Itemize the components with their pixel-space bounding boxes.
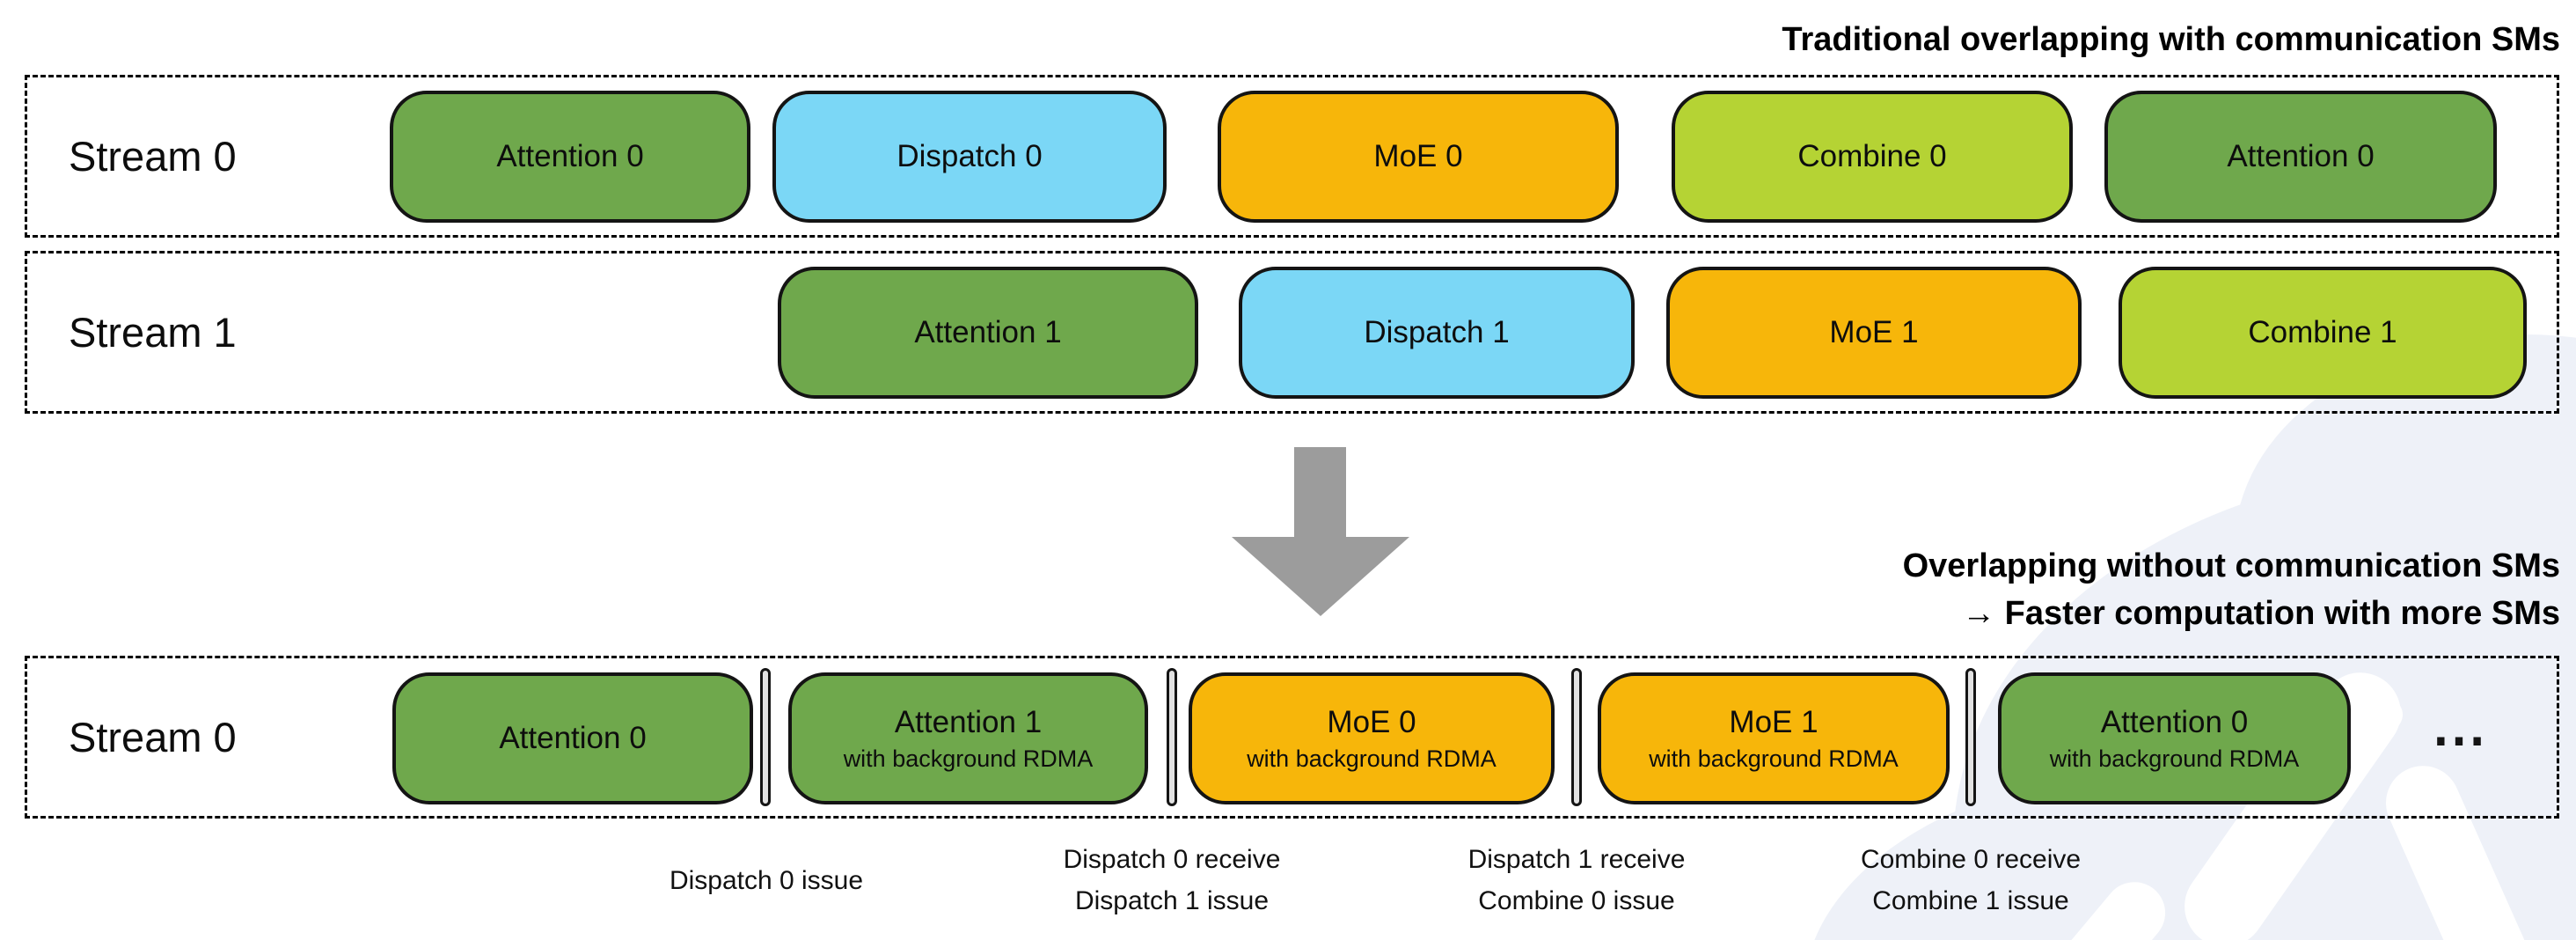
annotation-line: Dispatch 1 receive	[1467, 845, 1686, 874]
top-section-title: Traditional overlapping with communicati…	[1782, 21, 2560, 58]
sync-divider-1	[760, 668, 771, 806]
transform-arrow	[1214, 444, 1429, 621]
block-label: MoE 0	[1327, 704, 1416, 739]
block-label: Attention 1	[894, 704, 1043, 739]
block-attention-0-rdma: Attention 0 with background RDMA	[1998, 672, 2351, 804]
block-label: Attention 0	[2227, 139, 2375, 173]
block-attention-0-next: Attention 0	[2104, 91, 2497, 223]
block-moe-0: MoE 0	[1218, 91, 1619, 223]
sync-divider-3	[1571, 668, 1582, 806]
traditional-stream1-box	[25, 251, 2559, 414]
block-label: MoE 0	[1373, 139, 1463, 173]
block-label: Combine 0	[1797, 139, 1947, 173]
block-dispatch-0: Dispatch 0	[772, 91, 1167, 223]
block-moe-0-rdma: MoE 0 with background RDMA	[1189, 672, 1555, 804]
bottom-section-title: Overlapping without communication SMs → …	[1903, 542, 2560, 637]
block-label: Attention 1	[914, 315, 1062, 349]
annotation-line: Dispatch 1 issue	[1074, 886, 1270, 915]
block-dispatch-1: Dispatch 1	[1239, 267, 1635, 399]
overlap-stream0-box	[25, 656, 2559, 819]
annotation-line: Combine 0 receive	[1860, 845, 2082, 874]
block-attention-1-rdma: Attention 1 with background RDMA	[788, 672, 1148, 804]
block-combine-1: Combine 1	[2119, 267, 2527, 399]
stream0-label-top: Stream 0	[69, 133, 237, 180]
block-moe-1: MoE 1	[1666, 267, 2082, 399]
sync-divider-4	[1965, 668, 1976, 806]
annotation-dispatch0-receive: Dispatch 0 receive Dispatch 1 issue	[970, 836, 1374, 924]
block-label: Attention 0	[499, 721, 647, 755]
bottom-title-line2: → Faster computation with more SMs	[1962, 595, 2560, 632]
block-attention-0: Attention 0	[390, 91, 750, 223]
block-sublabel: with background RDMA	[1649, 745, 1899, 772]
stream0-label-bottom: Stream 0	[69, 714, 237, 760]
block-attention-1: Attention 1	[778, 267, 1198, 399]
annotation-line: Dispatch 0 receive	[1063, 845, 1281, 874]
down-arrow-icon	[1232, 447, 1409, 616]
block-label: MoE 1	[1829, 315, 1919, 349]
block-attention-0-bottom: Attention 0	[392, 672, 753, 804]
annotation-line: Combine 1 issue	[1872, 886, 2069, 915]
block-moe-1-rdma: MoE 1 with background RDMA	[1598, 672, 1950, 804]
stream1-label: Stream 1	[69, 309, 237, 356]
annotation-dispatch0-issue: Dispatch 0 issue	[564, 836, 969, 924]
block-sublabel: with background RDMA	[2049, 745, 2300, 772]
annotation-line: Dispatch 0 issue	[669, 865, 864, 895]
block-combine-0: Combine 0	[1672, 91, 2073, 223]
sync-divider-2	[1167, 668, 1177, 806]
annotation-dispatch1-receive: Dispatch 1 receive Combine 0 issue	[1374, 836, 1779, 924]
block-label: Attention 0	[496, 139, 644, 173]
block-label: Attention 0	[2100, 704, 2249, 739]
bottom-title-line1: Overlapping without communication SMs	[1902, 547, 2560, 584]
traditional-stream0-box	[25, 75, 2559, 238]
block-label: Combine 1	[2248, 315, 2397, 349]
annotation-line: Combine 0 issue	[1478, 886, 1675, 915]
block-sublabel: with background RDMA	[1247, 745, 1497, 772]
block-label: Dispatch 0	[896, 139, 1043, 173]
continuation-ellipsis: ⋯	[2432, 709, 2490, 771]
block-label: Dispatch 1	[1364, 315, 1510, 349]
annotation-combine0-receive: Combine 0 receive Combine 1 issue	[1768, 836, 2173, 924]
block-sublabel: with background RDMA	[843, 745, 1094, 772]
block-label: MoE 1	[1729, 704, 1819, 739]
